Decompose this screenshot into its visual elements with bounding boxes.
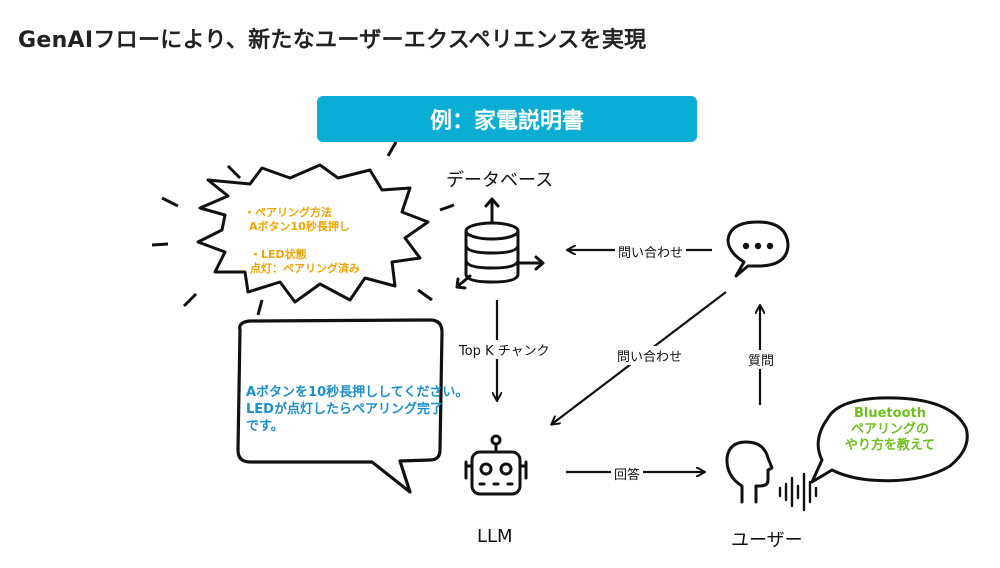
robot-icon [464,434,528,496]
edge-label-db-to-llm: Top K チャンク [456,340,553,359]
llm-answer-line-1: Aボタンを10秒長押ししてください。 [246,385,469,400]
llm-label: LLM [477,526,513,547]
example-banner: 例：家電説明書 [317,96,697,142]
page-title: GenAIフローにより、新たなユーザーエクスペリエンスを実現 [18,28,647,53]
llm-answer-line-3: です。 [246,419,284,434]
db-chunks-burst-bubble [151,141,455,316]
sound-wave-icon [778,472,818,512]
db-chunk-line-3: ・LED状態 [250,248,307,261]
chat-bubble-icon [726,220,790,278]
db-chunk-line-4: 点灯：ペアリング済み [250,262,360,275]
edge-label-user-to-chatbot: 質問 [745,350,778,369]
user-question-line-1: Bluetooth [854,406,926,421]
edge-label-llm-to-user: 回答 [611,464,644,483]
user-question-line-2: ペアリングの [850,422,929,437]
user-question-line-3: やり方を教えて [844,438,936,453]
edge-label-chatbot-to-llm: 問い合わせ [614,346,686,365]
person-speaking-icon [725,440,774,504]
db-chunk-line-2: Aボタン10秒長押し [249,220,350,233]
edge-label-chatbot-to-db: 問い合わせ [615,242,687,261]
llm-answer-line-2: LEDが点灯したらペアリング完了 [246,402,443,417]
database-icon [455,197,545,290]
database-label: データベース [446,170,554,191]
db-chunk-line-1: ・ペアリング方法 [244,206,332,219]
user-label: ユーザー [731,530,803,551]
llm-answer-speech-bubble [236,318,444,494]
user-question-speech-bubble [810,396,969,484]
